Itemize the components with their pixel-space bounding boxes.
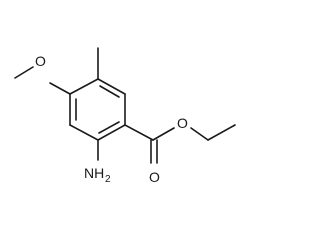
ring-bond-top-left — [69, 78, 99, 95]
amine-label: NH — [84, 165, 104, 181]
ring-double-bond-top-right — [99, 85, 120, 98]
amine-subscript: 2 — [105, 174, 111, 185]
ring-bond-bottom-left — [69, 124, 99, 141]
ethyl-ch2-bond — [190, 127, 209, 141]
ethyl-ch3-bond — [207, 124, 236, 141]
benzene-ring — [69, 78, 126, 141]
methoxy-methyl-bond — [14, 66, 34, 79]
structure-canvas: O NH 2 O O — [14, 47, 236, 185]
carbonyl-oxygen-label: O — [149, 169, 160, 185]
ring-bond-bottom-right — [97, 124, 126, 141]
methoxy-oxygen-label: O — [35, 53, 46, 69]
methoxy-ring-bond — [49, 82, 71, 95]
ester-oxygen-bond — [152, 127, 175, 141]
ring-bond-top-right — [97, 78, 126, 95]
ester-ring-bond — [124, 124, 154, 141]
ester-oxygen-label: O — [177, 115, 188, 131]
ring-double-bond-bottom-right — [98, 121, 120, 134]
